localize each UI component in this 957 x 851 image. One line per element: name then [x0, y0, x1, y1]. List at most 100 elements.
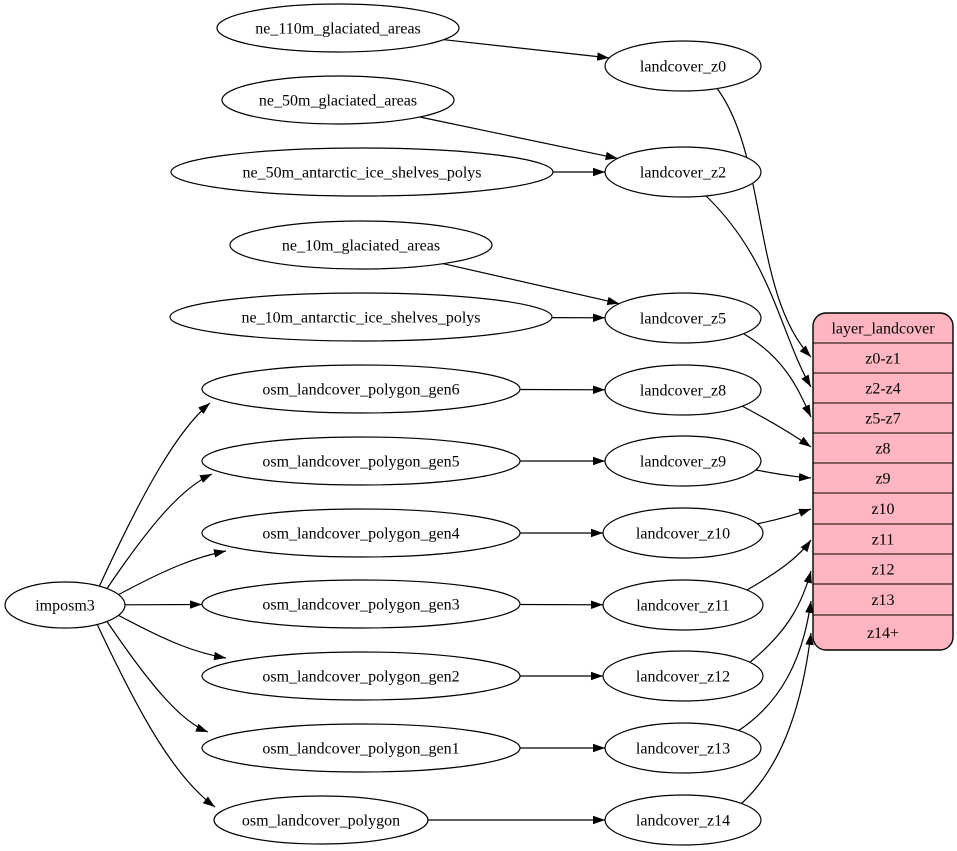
node-ne-50m-antarctic-ice-shelves-polys: ne_50m_antarctic_ice_shelves_polys	[170, 147, 554, 197]
edge-ne-50m-glaciated-areas-to-landcover-z2	[419, 116, 618, 161]
node-ellipse-landcover-z0	[604, 40, 762, 92]
edge-imposm3-to-osm-landcover-polygon-gen4	[115, 549, 227, 597]
edge-landcover-z5-to-layer-landcover-z5-z7	[743, 333, 812, 418]
node-label-osm-landcover-polygon-gen1: osm_landcover_polygon_gen1	[262, 741, 459, 758]
node-label-landcover-z13: landcover_z13	[636, 741, 730, 758]
node-label-imposm3: imposm3	[35, 598, 95, 615]
edge-landcover-z0-to-layer-landcover-z0-z1	[715, 86, 812, 358]
table-row-z9: z9	[875, 471, 890, 488]
node-ellipse-ne-10m-glaciated-areas	[229, 220, 493, 270]
node-label-landcover-z2: landcover_z2	[640, 165, 726, 182]
edge-imposm3-to-osm-landcover-polygon-gen2	[115, 613, 227, 661]
node-label-ne-10m-glaciated-areas: ne_10m_glaciated_areas	[282, 238, 440, 255]
node-label-landcover-z9: landcover_z9	[640, 454, 726, 471]
edge-imposm3-to-osm-landcover-polygon	[96, 623, 216, 808]
node-ellipse-landcover-z12	[602, 650, 764, 702]
table-row-z0-z1: z0-z1	[865, 351, 901, 368]
node-label-ne-110m-glaciated-areas: ne_110m_glaciated_areas	[255, 21, 421, 38]
edge-landcover-z8-to-layer-landcover-z8	[741, 405, 812, 448]
node-label-ne-10m-antarctic-ice-shelves-polys: ne_10m_antarctic_ice_shelves_polys	[241, 310, 480, 327]
node-ellipse-landcover-z8	[604, 364, 762, 416]
node-ne-10m-glaciated-areas: ne_10m_glaciated_areas	[229, 220, 493, 270]
node-label-landcover-z11: landcover_z11	[636, 598, 730, 615]
node-ellipse-imposm3	[4, 581, 126, 629]
node-ellipse-osm-landcover-polygon-gen3	[201, 579, 521, 629]
node-ellipse-ne-110m-glaciated-areas	[216, 3, 460, 53]
edge-landcover-z14-to-layer-landcover-z14	[740, 632, 814, 805]
node-osm-landcover-polygon-gen3: osm_landcover_polygon_gen3	[201, 579, 521, 629]
node-ellipse-landcover-z13	[604, 722, 762, 774]
node-osm-landcover-polygon-gen2: osm_landcover_polygon_gen2	[201, 651, 521, 701]
node-ellipse-osm-landcover-polygon-gen4	[201, 508, 521, 558]
node-label-osm-landcover-polygon-gen2: osm_landcover_polygon_gen2	[262, 669, 459, 686]
table-row-z14: z14+	[867, 625, 899, 642]
node-ellipse-osm-landcover-polygon-gen5	[201, 436, 521, 486]
node-label-osm-landcover-polygon-gen5: osm_landcover_polygon_gen5	[262, 454, 459, 471]
node-ellipse-ne-50m-glaciated-areas	[221, 75, 455, 125]
node-label-osm-landcover-polygon-gen3: osm_landcover_polygon_gen3	[262, 597, 459, 614]
node-osm-landcover-polygon: osm_landcover_polygon	[213, 795, 429, 845]
node-ne-110m-glaciated-areas: ne_110m_glaciated_areas	[216, 3, 460, 53]
node-label-osm-landcover-polygon: osm_landcover_polygon	[242, 813, 400, 830]
node-landcover-z11: landcover_z11	[602, 579, 764, 631]
node-label-ne-50m-antarctic-ice-shelves-polys: ne_50m_antarctic_ice_shelves_polys	[242, 165, 481, 182]
node-ne-10m-antarctic-ice-shelves-polys: ne_10m_antarctic_ice_shelves_polys	[169, 292, 553, 342]
table-layer: layer_landcoverz0-z1z2-z4z5-z7z8z9z10z11…	[812, 312, 954, 651]
node-osm-landcover-polygon-gen1: osm_landcover_polygon_gen1	[201, 723, 521, 773]
node-landcover-z14: landcover_z14	[604, 794, 762, 846]
nodes-layer: imposm3 ne_110m_glaciated_areas ne_50m_gla…	[4, 3, 764, 846]
edge-imposm3-to-osm-landcover-polygon-gen5	[105, 473, 213, 591]
node-ellipse-osm-landcover-polygon-gen1	[201, 723, 521, 773]
table-background	[812, 312, 954, 651]
table-title: layer_landcover	[831, 321, 935, 338]
edge-landcover-z11-to-layer-landcover-z11	[746, 539, 812, 591]
node-label-osm-landcover-polygon-gen4: osm_landcover_polygon_gen4	[262, 526, 459, 543]
node-ellipse-osm-landcover-polygon-gen2	[201, 651, 521, 701]
node-osm-landcover-polygon-gen6: osm_landcover_polygon_gen6	[201, 364, 521, 414]
node-ellipse-landcover-z14	[604, 794, 762, 846]
node-ellipse-ne-10m-antarctic-ice-shelves-polys	[169, 292, 553, 342]
node-landcover-z10: landcover_z10	[602, 507, 764, 559]
node-ellipse-osm-landcover-polygon	[213, 795, 429, 845]
node-landcover-z9: landcover_z9	[604, 435, 762, 487]
node-ellipse-osm-landcover-polygon-gen6	[201, 364, 521, 414]
edge-landcover-z12-to-layer-landcover-z12	[748, 570, 812, 664]
edge-landcover-z13-to-layer-landcover-z13	[737, 600, 814, 732]
node-ellipse-landcover-z10	[602, 507, 764, 559]
table-row-z10: z10	[871, 501, 894, 518]
node-label-landcover-z10: landcover_z10	[636, 526, 730, 543]
edge-imposm3-to-osm-landcover-polygon-gen1	[105, 619, 209, 733]
node-landcover-z13: landcover_z13	[604, 722, 762, 774]
node-ellipse-landcover-z5	[604, 292, 762, 344]
node-osm-landcover-polygon-gen4: osm_landcover_polygon_gen4	[201, 508, 521, 558]
node-label-landcover-z5: landcover_z5	[640, 311, 726, 328]
node-landcover-z12: landcover_z12	[602, 650, 764, 702]
table-row-z8: z8	[875, 441, 890, 458]
node-label-landcover-z14: landcover_z14	[636, 813, 730, 830]
table-row-z11: z11	[872, 532, 895, 549]
node-label-osm-landcover-polygon-gen6: osm_landcover_polygon_gen6	[262, 382, 459, 399]
node-ellipse-landcover-z9	[604, 435, 762, 487]
node-osm-landcover-polygon-gen5: osm_landcover_polygon_gen5	[201, 436, 521, 486]
node-label-ne-50m-glaciated-areas: ne_50m_glaciated_areas	[259, 93, 417, 110]
node-label-landcover-z8: landcover_z8	[640, 383, 726, 400]
edge-landcover-z10-to-layer-landcover-z10	[755, 508, 812, 525]
node-label-landcover-z12: landcover_z12	[636, 669, 730, 686]
node-landcover-z2: landcover_z2	[604, 146, 762, 198]
edges-layer	[96, 39, 814, 825]
edge-imposm3-to-osm-landcover-polygon-gen6	[98, 402, 211, 588]
node-label-landcover-z0: landcover_z0	[640, 59, 726, 76]
table-row-z13: z13	[871, 592, 894, 609]
table-layer-landcover: layer_landcoverz0-z1z2-z4z5-z7z8z9z10z11…	[812, 312, 954, 651]
node-ne-50m-glaciated-areas: ne_50m_glaciated_areas	[221, 75, 455, 125]
edge-ne-110m-glaciated-areas-to-landcover-z0	[443, 39, 610, 61]
node-ellipse-landcover-z2	[604, 146, 762, 198]
table-row-z2-z4: z2-z4	[865, 381, 901, 398]
node-ellipse-landcover-z11	[602, 579, 764, 631]
table-row-z12: z12	[871, 562, 894, 579]
node-landcover-z5: landcover_z5	[604, 292, 762, 344]
node-imposm3: imposm3	[4, 581, 126, 629]
edge-landcover-z9-to-layer-landcover-z9	[755, 469, 812, 482]
